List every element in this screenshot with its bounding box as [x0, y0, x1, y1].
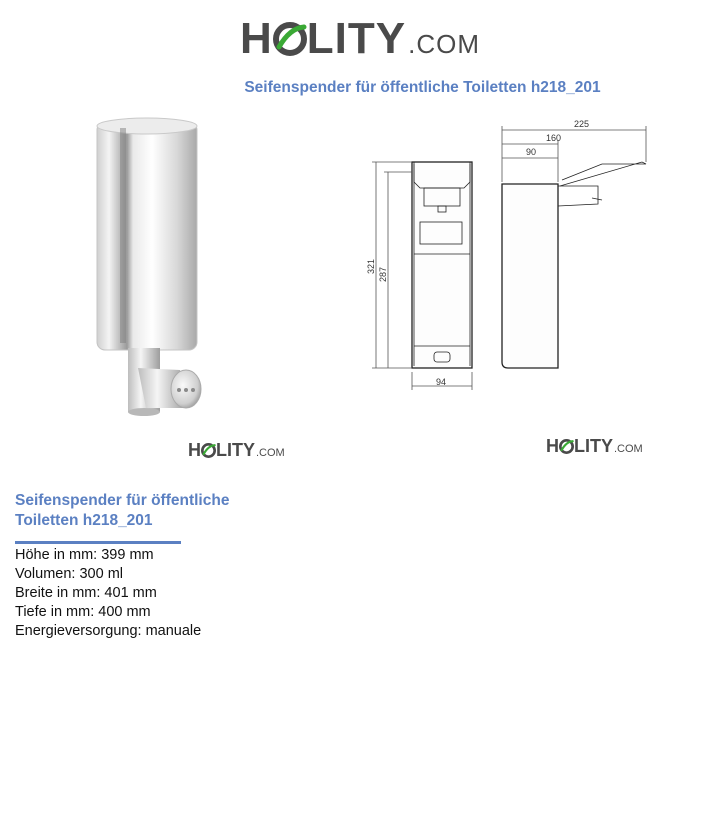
product-photo — [96, 117, 202, 416]
dimension-label: 90 — [526, 147, 536, 157]
spec-volume: Volumen: 300 ml — [15, 566, 124, 582]
dimension-label: 287 — [378, 267, 388, 282]
spec-power: Energieversorgung: manuale — [15, 623, 202, 639]
logo-o-icon — [201, 440, 216, 461]
logo-com: .COM — [256, 447, 285, 459]
logo-letters: LITY — [574, 436, 613, 456]
technical-drawing: 225 160 90 321 287 94 — [366, 119, 647, 390]
logo-letters: LITY — [306, 14, 407, 63]
logo-letter-h: H — [240, 14, 273, 63]
spec-width: Breite in mm: 401 mm — [15, 585, 157, 601]
product-title-line: Seifenspender für öffentliche — [15, 492, 230, 509]
holity-logo-small: H LITY .COM — [546, 436, 643, 457]
logo-com: .COM — [408, 29, 480, 59]
dimension-label: 321 — [366, 259, 376, 274]
logo-o-icon — [272, 14, 307, 64]
spec-depth: Tiefe in mm: 400 mm — [15, 604, 151, 620]
page-title: Seifenspender für öffentliche Toiletten … — [244, 79, 601, 96]
spec-list: Höhe in mm: 399 mm Volumen: 300 ml Breit… — [15, 546, 201, 641]
holity-logo-small: H LITY .COM — [188, 440, 285, 461]
title-underline — [15, 541, 181, 544]
dimension-label: 225 — [574, 119, 589, 129]
logo-o-icon — [559, 436, 574, 457]
product-title: Seifenspender für öffentliche Toiletten … — [15, 491, 275, 531]
dimension-label: 160 — [546, 133, 561, 143]
logo-letters: LITY — [216, 440, 255, 460]
holity-logo: H LITY .COM — [240, 14, 480, 64]
product-title-line: Toiletten h218_201 — [15, 512, 153, 529]
logo-letter-h: H — [188, 440, 201, 460]
dimension-label: 94 — [436, 377, 446, 387]
logo-letter-h: H — [546, 436, 559, 456]
spec-height: Höhe in mm: 399 mm — [15, 547, 154, 563]
logo-com: .COM — [614, 443, 643, 455]
